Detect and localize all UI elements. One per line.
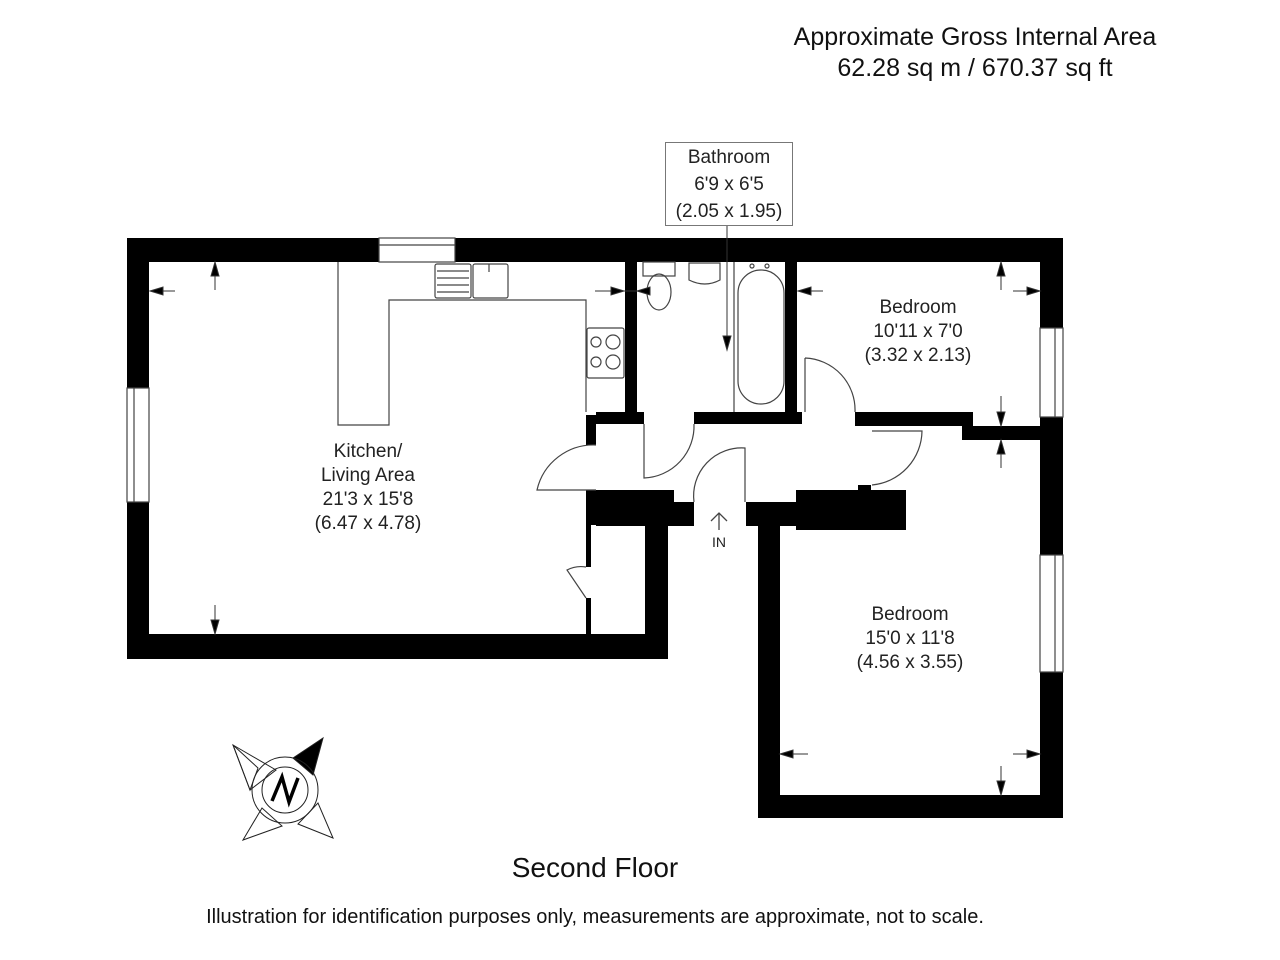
kitchen-fittings	[337, 262, 625, 426]
dimension-arrows	[148, 226, 1042, 797]
room-metric: (2.05 x 1.95)	[675, 201, 783, 222]
walls	[127, 238, 1063, 818]
room-imperial: 21'3 x 15'8	[322, 489, 414, 510]
room-kitchen-living: Kitchen/ Living Area 21'3 x 15'8 (6.47 x…	[288, 440, 448, 536]
bathroom-fittings	[642, 261, 785, 412]
room-metric: (6.47 x 4.78)	[314, 513, 422, 534]
room-bedroom-2: Bedroom 15'0 x 11'8 (4.56 x 3.55)	[830, 603, 990, 675]
gross-internal-area: Approximate Gross Internal Area 62.28 sq…	[760, 22, 1190, 84]
room-name-line2: Living Area	[320, 465, 415, 486]
entrance-label: IN	[712, 534, 726, 550]
room-name: Kitchen/	[333, 441, 403, 462]
area-value: 62.28 sq m / 670.37 sq ft	[837, 54, 1113, 82]
doors	[536, 357, 923, 599]
room-bedroom-1: Bedroom 10'11 x 7'0 (3.32 x 2.13)	[838, 296, 998, 368]
room-imperial: 15'0 x 11'8	[865, 628, 955, 649]
floor-name: Second Floor	[511, 852, 679, 883]
room-imperial: 6'9 x 6'5	[694, 174, 764, 195]
entrance-arrow-icon	[710, 512, 728, 530]
disclaimer: Illustration for identification purposes…	[206, 906, 984, 928]
room-metric: (3.32 x 2.13)	[864, 345, 972, 366]
room-name: Bathroom	[687, 147, 771, 168]
area-title: Approximate Gross Internal Area	[793, 23, 1157, 51]
windows	[126, 237, 1064, 673]
room-name: Bedroom	[871, 604, 949, 625]
compass-north-icon	[232, 736, 334, 841]
room-imperial: 10'11 x 7'0	[873, 321, 963, 342]
room-bathroom: Bathroom 6'9 x 6'5 (2.05 x 1.95)	[665, 142, 793, 226]
room-metric: (4.56 x 3.55)	[856, 652, 964, 673]
room-name: Bedroom	[879, 297, 957, 318]
